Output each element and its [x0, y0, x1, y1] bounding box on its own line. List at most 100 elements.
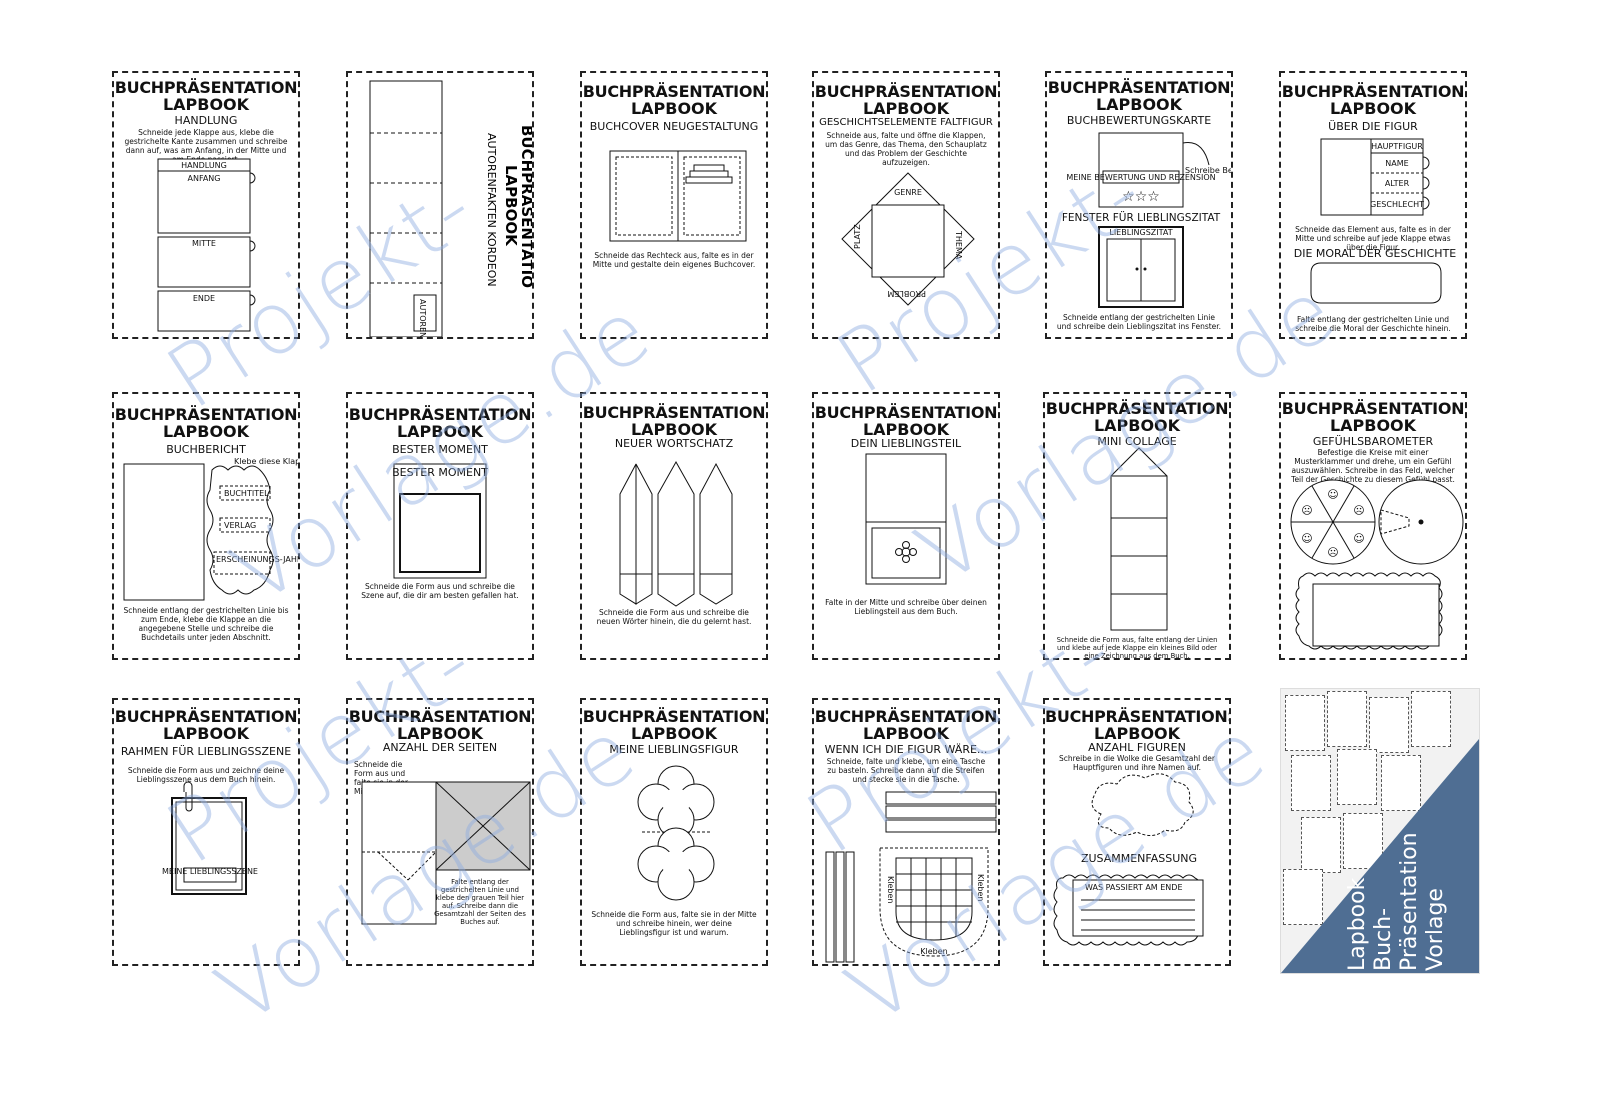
card-subtitle: WENN ICH DIE FIGUR WÄRE... [824, 743, 988, 756]
card-subtitle: DEIN LIEBLINGSTEIL [850, 437, 962, 450]
svg-text:Kleben: Kleben [976, 874, 985, 901]
card-title-2: LAPBOOK [162, 422, 250, 441]
card-instructions: Schneide entlang der gestrichelten Linie… [1056, 313, 1222, 331]
svg-text:MEINE LIEBLINGSSZENE: MEINE LIEBLINGSSZENE [162, 867, 258, 876]
card-title-2: LAPBOOK [630, 99, 718, 118]
card-title: BUCHPRÄSENTATION [582, 403, 766, 422]
card-instructions: Schneide die Form aus, falte sie in der … [591, 910, 757, 937]
feelings-wheel: ☺ ☹ ☺ ☹ ☺ ☹ [1290, 479, 1376, 565]
card-subtitle: NEUER WORTSCHATZ [614, 437, 734, 450]
buchbericht-diagram: Klebe diese Klappe hier an BUCHTITEL VER… [123, 457, 300, 601]
card-subtitle: MEINE LIEBLINGSFIGUR [609, 743, 739, 756]
card-instructions: Befestige die Kreise mit einer Musterkla… [1291, 448, 1455, 484]
card-title: BUCHPRÄSENTATION [814, 707, 998, 726]
card-title-2: LAPBOOK [1093, 724, 1181, 743]
svg-text:PLATZ: PLATZ [853, 224, 862, 249]
sad-icon: ☹ [1301, 504, 1312, 517]
handlung-diagram: HANDLUNG ANFANG MITTE ENDE [157, 158, 256, 332]
card-title: BUCHPRÄSENTATION [1281, 399, 1465, 418]
flower-icon [895, 541, 917, 563]
svg-text:DIE MORAL DER GESCHICHTE: DIE MORAL DER GESCHICHTE [1294, 247, 1457, 260]
card-anzahl-seiten: BUCHPRÄSENTATION LAPBOOK ANZAHL DER SEIT… [346, 698, 534, 966]
card-title: BUCHPRÄSENTATION [814, 403, 998, 422]
svg-text:BUCHPRÄSENTATIO: BUCHPRÄSENTATIO [518, 125, 534, 288]
card-instructions: Schneide die Form aus und schreibe die n… [596, 608, 752, 626]
card-mini-collage: BUCHPRÄSENTATION LAPBOOK MINI COLLAGE Sc… [1043, 392, 1231, 660]
smile-icon: ☺ [1301, 532, 1312, 545]
svg-text:PROBLEM: PROBLEM [887, 289, 926, 298]
svg-text:VERLAG: VERLAG [224, 521, 256, 530]
svg-text:ENDE: ENDE [193, 294, 215, 303]
card-lieblingsteil: BUCHPRÄSENTATION LAPBOOK DEIN LIEBLINGST… [812, 392, 1000, 660]
tasche-diagram: Kleben Kleben Kleben [825, 791, 997, 963]
svg-text:Kleben: Kleben [886, 876, 895, 903]
card-subtitle: GEFÜHLSBAROMETER [1312, 435, 1434, 448]
faltfigur-diagram: GENRE THEMA PROBLEM PLATZ [841, 172, 975, 306]
card-subtitle: ANZAHL DER SEITEN [382, 741, 498, 754]
svg-text:Klebe diese Klappe hier an: Klebe diese Klappe hier an [234, 457, 300, 466]
card-title-2: LAPBOOK [162, 724, 250, 743]
sad-icon: ☹ [1327, 546, 1338, 559]
svg-text:ANFANG: ANFANG [188, 174, 221, 183]
barometer-diagram: ☺ ☹ ☺ ☹ ☺ ☹ [1290, 479, 1464, 650]
card-handlung: BUCHPRÄSENTATION LAPBOOK HANDLUNG Schnei… [112, 71, 300, 339]
sad-icon: ☹ [1353, 504, 1364, 517]
card-title-2: LAPBOOK [1093, 416, 1181, 435]
card-title-2: LAPBOOK [862, 724, 950, 743]
card-title: BUCHPRÄSENTATION [582, 82, 766, 101]
card-subtitle: GESCHICHTSELEMENTE FALTFIGUR [819, 117, 993, 128]
card-ueber-die-figur: BUCHPRÄSENTATION LAPBOOK ÜBER DIE FIGUR … [1279, 71, 1467, 339]
preview-thumbnail: Lapbook Buch- Präsentation Vorlage [1280, 688, 1480, 974]
card-buchbericht: BUCHPRÄSENTATION LAPBOOK BUCHBERICHT Kle… [112, 392, 300, 660]
card-title-2: LAPBOOK [1095, 95, 1183, 114]
svg-text:MEINE BEWERTUNG UND REZENSION: MEINE BEWERTUNG UND REZENSION [1066, 173, 1215, 182]
card-title-2: LAPBOOK [862, 420, 950, 439]
card-instructions: Schneide die Form aus, falte entlang der… [1056, 636, 1218, 660]
card-title-2: LAPBOOK [396, 724, 484, 743]
card-instructions: Schneide die Form aus und zeichne deine … [127, 766, 285, 784]
card-subtitle: BUCHBEWERTUNGSKARTE [1066, 114, 1212, 127]
card-title: BUCHPRÄSENTATION [348, 405, 532, 424]
svg-text:ALTER: ALTER [1385, 179, 1410, 188]
card-instructions: Schneide die Form aus und schreibe die S… [361, 582, 519, 600]
card-subtitle: BUCHBERICHT [166, 443, 246, 456]
card-instructions: Schneide das Element aus, falte es in de… [1295, 225, 1451, 252]
card-title: BUCHPRÄSENTATION [814, 82, 998, 101]
svg-text:THEMA: THEMA [954, 230, 963, 260]
svg-text:FENSTER FÜR LIEBLINGSZITAT: FENSTER FÜR LIEBLINGSZITAT [1062, 211, 1221, 224]
flower-shape-top [637, 765, 715, 839]
card-title: BUCHPRÄSENTATION [114, 707, 298, 726]
star-rating-icon: ☆☆☆ [1122, 189, 1160, 205]
card-title: BUCHPRÄSENTATION [1281, 82, 1465, 101]
svg-text:NAME: NAME [1385, 159, 1408, 168]
card-title-2: LAPBOOK [862, 99, 950, 118]
card-title: BUCHPRÄSENTATIONS [1045, 707, 1231, 726]
buchcover-diagram [609, 150, 747, 242]
card-subtitle: BUCHCOVER NEUGESTALTUNG [589, 120, 759, 133]
card-subtitle: HANDLUNG [174, 114, 238, 127]
card-instructions: Schreibe in die Wolke die Gesamtzahl der… [1058, 754, 1216, 772]
bewertung-diagram: MEINE BEWERTUNG UND REZENSION ☆☆☆ Schrei… [1062, 132, 1231, 308]
svg-text:AUTORENFAKTEN KORDEON: AUTORENFAKTEN KORDEON [485, 133, 498, 287]
svg-text:AUTOREN-FAKTEN: AUTOREN-FAKTEN [418, 299, 427, 339]
rahmen-diagram: MEINE LIEBLINGSSZENE [162, 781, 258, 895]
card-title-2: LAPBOOK [396, 422, 484, 441]
svg-text:MITTE: MITTE [192, 239, 216, 248]
svg-text:ERSCHEINUNGS-JAHR: ERSCHEINUNGS-JAHR [216, 555, 300, 564]
lieblingsfigur-diagram [637, 765, 715, 901]
seiten-note: Falte entlang der gestrichelten Linie un… [434, 878, 526, 926]
card-subtitle: RAHMEN FÜR LIEBLINGSSZENE [120, 745, 292, 758]
svg-text:Kleben: Kleben [920, 947, 947, 956]
collage-diagram [1110, 447, 1168, 631]
card-instructions: Falte in der Mitte und schreibe über dei… [825, 598, 987, 616]
card-subtitle: BESTER MOMENT [392, 443, 488, 456]
svg-text:LAPBOOK: LAPBOOK [502, 165, 520, 247]
svg-text:BESTER MOMENT: BESTER MOMENT [392, 466, 488, 479]
card-subtitle: MINI COLLAGE [1097, 435, 1177, 448]
seiten-diagram [361, 781, 531, 925]
svg-text:GENRE: GENRE [894, 188, 922, 197]
card-title-2: LAPBOOK [162, 95, 250, 114]
paperclip-icon [183, 781, 193, 812]
card-title: BUCHPRÄSENTATION [1045, 399, 1229, 418]
card-buchbewertung: BUCHPRÄSENTATION LAPBOOK BUCHBEWERTUNGSK… [1045, 71, 1233, 339]
